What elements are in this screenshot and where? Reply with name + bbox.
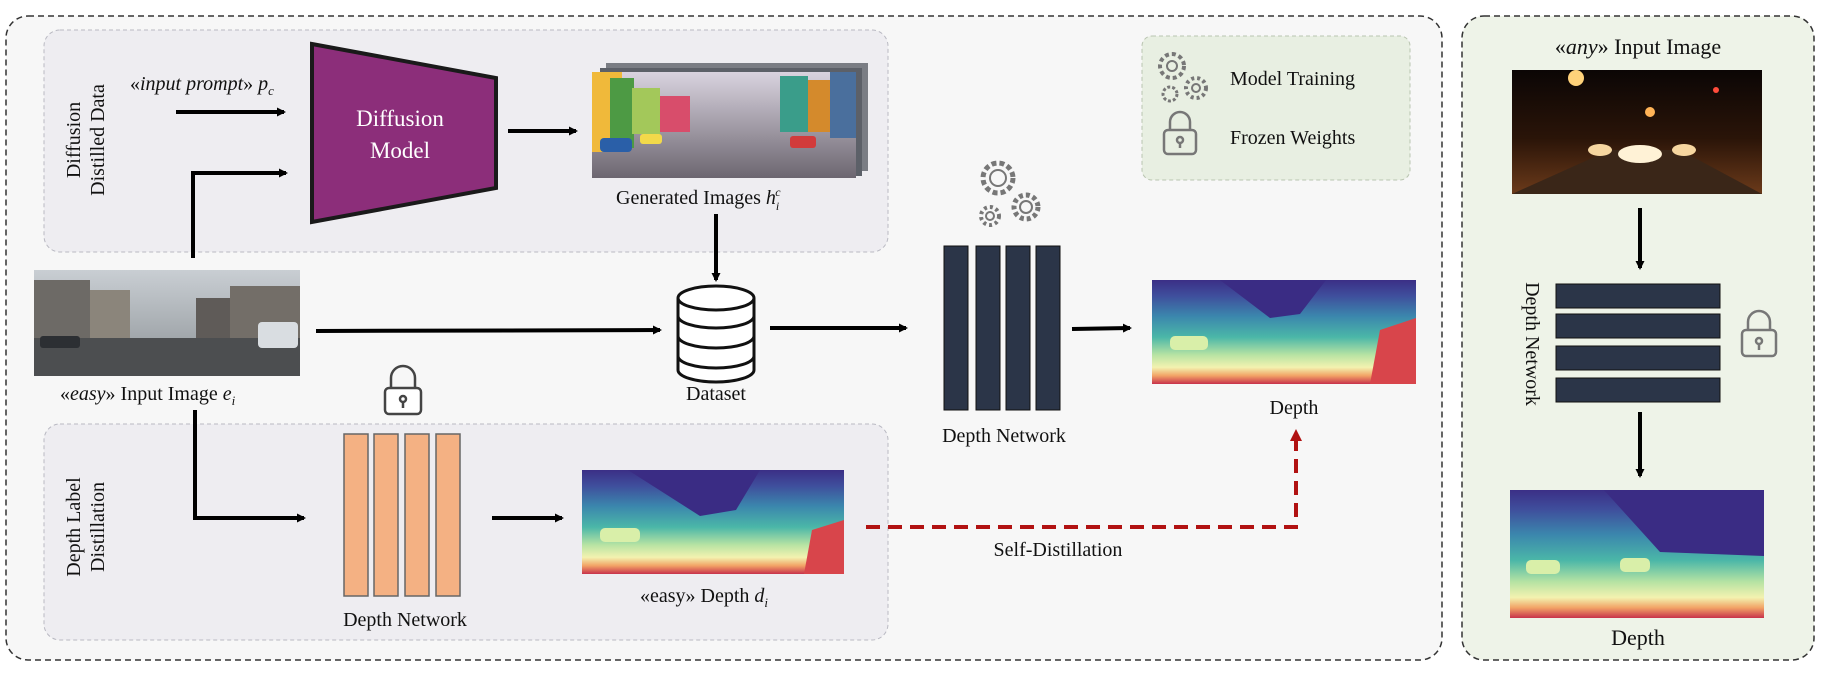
any-input-label: «any» Input Image (1555, 34, 1721, 59)
teacher-layer-1 (343, 433, 369, 597)
easy-input-label: «easy» Input Image ei (60, 383, 236, 408)
self-distillation-arrow (866, 429, 1302, 529)
dataset-icon (676, 284, 756, 384)
easy-depth-map (582, 470, 844, 574)
student-layer-1 (943, 245, 969, 411)
inference-layer-2 (1555, 313, 1721, 339)
easy-to-dataset-arrow (315, 325, 662, 335)
teacher-lock-icon (383, 364, 423, 416)
input-prompt-label: «input prompt» pc (130, 73, 274, 98)
training-gears-icon (979, 160, 1041, 227)
dataset-label: Dataset (686, 383, 746, 405)
teacher-network-label: Depth Network (343, 609, 467, 631)
diffusion-model-label-2: Model (370, 138, 430, 163)
legend-lock-icon (1162, 110, 1198, 156)
teacher-layer-3 (404, 433, 430, 597)
easy-depth-label: «easy» Depth di (640, 585, 768, 610)
legend-training-label: Model Training (1230, 68, 1355, 90)
any-input-image (1512, 70, 1762, 194)
inference-layer-3 (1555, 345, 1721, 371)
inference-lock-icon (1740, 309, 1778, 358)
diffusion-model-label-1: Diffusion (356, 106, 444, 131)
self-distillation-label: Self-Distillation (994, 539, 1123, 561)
teacher-layer-2 (373, 433, 399, 597)
student-layer-3 (1005, 245, 1031, 411)
depth-panel-label-1: Depth Label (63, 477, 85, 577)
legend-box (1141, 35, 1411, 181)
inference-layer-1 (1555, 283, 1721, 309)
inference-depth-label: Depth (1611, 625, 1665, 650)
generated-images-label: Generated Images hic (616, 185, 781, 213)
generated-images (592, 63, 868, 178)
legend-frozen-label: Frozen Weights (1230, 127, 1355, 149)
easy-to-teacher-arrow (193, 410, 306, 523)
depth-panel-label-2: Distillation (87, 482, 109, 572)
inference-network-label: Depth Network (1521, 282, 1543, 406)
diffusion-panel-label-1: Diffusion (63, 102, 85, 178)
student-layer-2 (975, 245, 1001, 411)
legend-gears-icon (1158, 52, 1208, 103)
easy-input-image (34, 270, 300, 376)
diffusion-panel-label-2: Distilled Data (87, 84, 109, 196)
student-layer-4 (1035, 245, 1061, 411)
output-depth-map (1152, 280, 1416, 384)
student-to-depth-arrow (1071, 323, 1132, 333)
easy-to-diffusion-arrow (191, 168, 288, 258)
inference-depth-map (1510, 490, 1764, 618)
student-network-label: Depth Network (942, 425, 1066, 447)
teacher-layer-4 (435, 433, 461, 597)
inference-layer-4 (1555, 377, 1721, 403)
diffusion-model-block (310, 41, 498, 225)
output-depth-label: Depth (1270, 397, 1319, 419)
